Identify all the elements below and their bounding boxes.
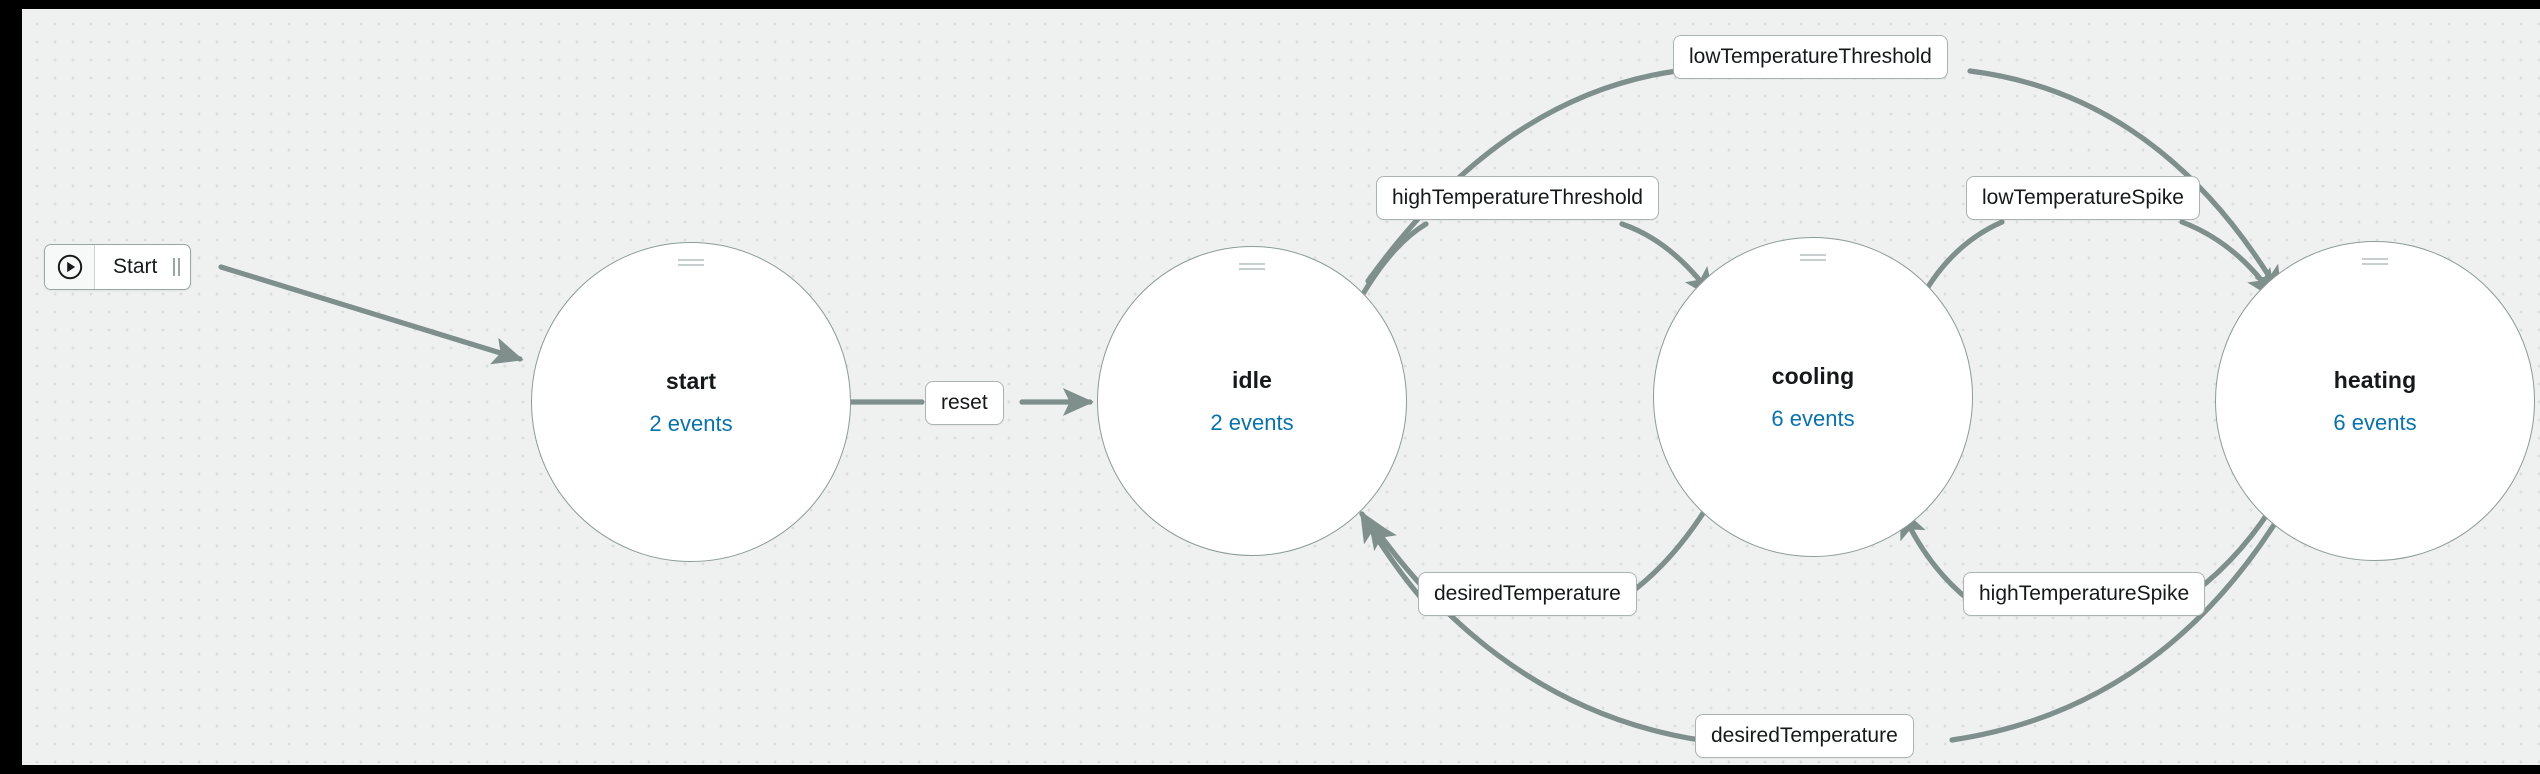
transition-label-desired-temperature-heating-idle[interactable]: desiredTemperature <box>1695 714 1914 759</box>
state-event-count: 2 events <box>649 410 733 436</box>
state-name: start <box>665 367 717 394</box>
edge-desired-bottom-to-idle <box>1367 517 1703 743</box>
state-node-idle[interactable]: idle 2 events <box>1097 246 1407 556</box>
start-trigger-label: Start <box>113 255 158 278</box>
state-name: idle <box>1231 366 1273 393</box>
drag-handle-icon[interactable] <box>173 245 190 289</box>
play-circle-icon <box>45 245 95 289</box>
transition-label-reset[interactable]: reset <box>925 381 1004 426</box>
start-trigger-node[interactable]: Start <box>44 244 192 290</box>
edge-highspike-to-cooling <box>1899 507 1973 604</box>
transition-label-desired-temperature-cooling-idle[interactable]: desiredTemperature <box>1418 572 1637 617</box>
edge-cooling-to-lowspike <box>1919 219 2005 300</box>
edge-lowspike-to-heating <box>2179 219 2277 301</box>
edge-heating-to-desired-bottom <box>1949 506 2287 743</box>
transition-label-high-temperature-threshold[interactable]: highTemperatureThreshold <box>1376 176 1659 221</box>
node-grip-icon[interactable] <box>1800 254 1826 261</box>
state-node-heating[interactable]: heating 6 events <box>2215 241 2535 561</box>
transition-label-low-temperature-spike[interactable]: lowTemperatureSpike <box>1966 176 2200 221</box>
node-grip-icon[interactable] <box>2362 258 2388 265</box>
transition-label-high-temperature-spike[interactable]: highTemperatureSpike <box>1963 572 2206 617</box>
transition-label-low-temperature-threshold[interactable]: lowTemperatureThreshold <box>1673 35 1948 80</box>
state-event-count: 6 events <box>1771 405 1855 431</box>
state-node-cooling[interactable]: cooling 6 events <box>1653 237 1973 557</box>
state-name: heating <box>2333 366 2417 393</box>
state-event-count: 2 events <box>1210 409 1294 435</box>
edge-desired-left-to-idle <box>1359 510 1425 602</box>
node-grip-icon[interactable] <box>1239 263 1265 270</box>
state-event-count: 6 events <box>2333 409 2417 435</box>
state-name: cooling <box>1771 362 1855 389</box>
state-node-start[interactable]: start 2 events <box>531 242 851 562</box>
edge-start-trigger-to-start <box>218 264 524 365</box>
node-grip-icon[interactable] <box>678 259 704 266</box>
edge-idle-to-highthreshold <box>1357 221 1429 302</box>
